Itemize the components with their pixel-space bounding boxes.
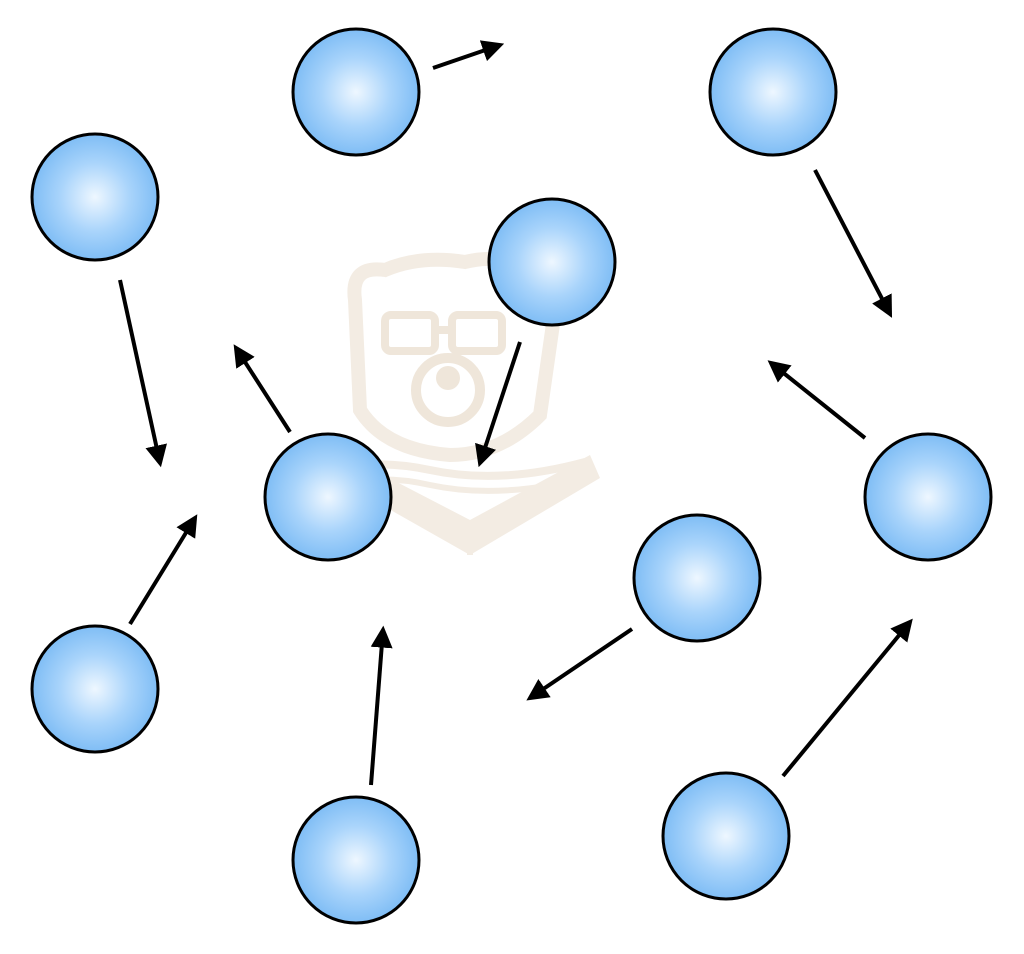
velocity-arrows bbox=[118, 40, 913, 786]
velocity-arrow bbox=[813, 169, 893, 318]
particle bbox=[661, 771, 791, 901]
particle bbox=[30, 132, 160, 262]
velocity-arrow bbox=[526, 627, 634, 701]
particle bbox=[263, 432, 393, 562]
velocity-arrow bbox=[475, 341, 522, 468]
velocity-arrow bbox=[767, 360, 867, 440]
particle bbox=[863, 432, 993, 562]
particle bbox=[30, 624, 160, 754]
particle bbox=[632, 513, 762, 643]
velocity-arrow bbox=[128, 514, 198, 626]
particle bbox=[291, 27, 421, 157]
particle bbox=[291, 795, 421, 925]
particle bbox=[708, 27, 838, 157]
particles bbox=[30, 27, 993, 925]
velocity-arrow bbox=[369, 625, 393, 786]
velocity-arrow bbox=[781, 618, 913, 778]
particle bbox=[487, 197, 617, 327]
velocity-arrow bbox=[432, 40, 505, 70]
velocity-arrow bbox=[118, 279, 167, 468]
velocity-arrow bbox=[233, 344, 292, 434]
